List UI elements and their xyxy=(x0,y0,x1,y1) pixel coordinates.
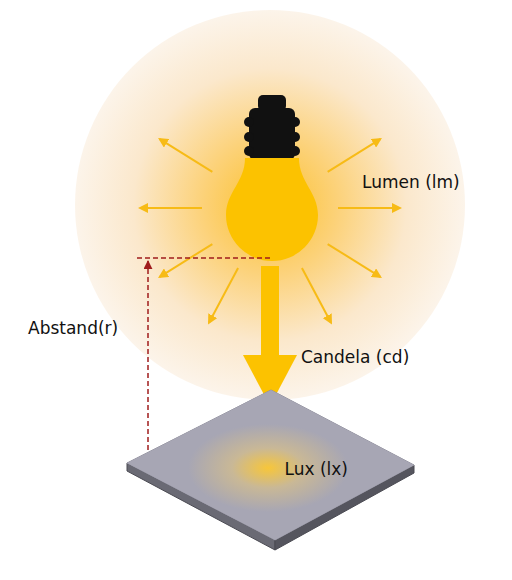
plate-shape xyxy=(122,386,418,558)
unit-label: Candela (cd) xyxy=(301,347,409,367)
illuminated-surface: Lux (lx) xyxy=(122,386,418,558)
light-ray xyxy=(209,268,238,323)
light-ray xyxy=(140,207,202,209)
light-ray xyxy=(302,268,331,323)
dimension-label: Abstand(r) xyxy=(28,318,118,338)
light-ray xyxy=(328,139,381,172)
light-ray xyxy=(160,139,213,172)
candela-arrow xyxy=(243,266,297,406)
unit-label: Lux (lx) xyxy=(285,459,348,479)
light-ray xyxy=(160,244,213,277)
light-ray xyxy=(338,207,400,209)
light-ray xyxy=(328,244,381,277)
bulb-glass xyxy=(226,158,318,261)
unit-label: Lumen (lm) xyxy=(362,172,460,192)
light-glow xyxy=(75,10,465,400)
bulb-socket xyxy=(244,95,300,160)
